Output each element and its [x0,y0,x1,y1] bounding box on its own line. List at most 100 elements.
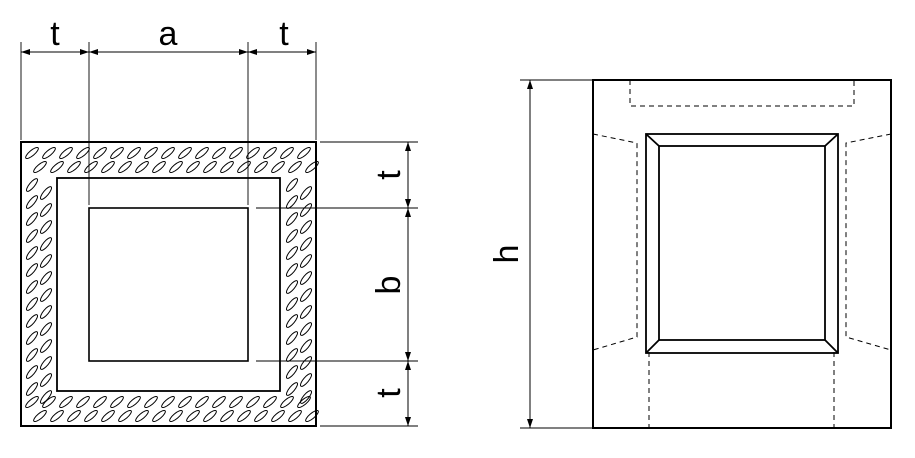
hatch-mark [285,195,299,209]
top-extension-lines [20,42,317,205]
cross-section-view: t a t t b t [20,15,418,427]
hatch-mark [144,146,158,160]
hatch-mark [246,395,260,409]
hatch-mark [263,395,277,409]
hatch-mark [285,314,299,328]
hatch-mark [285,280,299,294]
hatch-mark [84,409,98,423]
hatch-mark [285,246,299,260]
elevation-outer-frame [592,79,892,429]
hatch-mark [220,160,234,174]
insulation-inner-boundary [56,177,281,392]
hatch-mark [169,409,183,423]
hatch-mark [118,160,132,174]
hatch-mark [50,160,64,174]
elevation-view: h [488,79,892,429]
hatch-mark [144,395,158,409]
hatch-mark [39,373,53,387]
hatch-mark [285,331,299,345]
hatch-mark [246,146,260,160]
hatch-mark [285,297,299,311]
hatch-mark [110,146,124,160]
hatch-mark [101,160,115,174]
hatch-mark [229,395,243,409]
hatch-mark [237,160,251,174]
hatch-mark [39,390,53,404]
hatch-mark [299,220,313,234]
dim-label-t-right-top: t [370,170,408,180]
hatch-mark [39,220,53,234]
hatch-mark [93,146,107,160]
hatch-mark [299,186,313,200]
hatch-mark [39,356,53,370]
hatch-mark [299,305,313,319]
hatch-mark [299,339,313,353]
hatch-mark [285,263,299,277]
hatch-mark [25,365,39,379]
hatch-mark [169,160,183,174]
hatch-mark [271,160,285,174]
hatch-mark [39,305,53,319]
hatch-mark [285,382,299,396]
hatch-mark [288,160,302,174]
hatch-mark [299,271,313,285]
hatch-mark [299,322,313,336]
hatch-mark [67,409,81,423]
hatch-mark [305,409,319,423]
right-extension-lines [256,141,418,427]
hatch-mark [25,146,39,160]
hatch-mark [161,395,175,409]
dim-label-t-right-bottom: t [370,388,408,398]
hatch-mark [59,146,73,160]
hatch-mark [25,246,39,260]
right-dimension-line [405,142,411,426]
hatch-mark [280,395,294,409]
hatch-mark [285,365,299,379]
hatch-mark [299,237,313,251]
hatch-mark [25,348,39,362]
hatch-mark [299,356,313,370]
hatch-mark [110,395,124,409]
hatch-mark [212,146,226,160]
hatch-mark [39,339,53,353]
insulation-hatching [25,146,319,423]
hatch-mark [263,146,277,160]
hatch-mark [305,160,319,174]
hatch-mark [25,280,39,294]
hatch-mark [203,160,217,174]
hatch-mark [203,409,217,423]
hatch-mark [285,212,299,226]
hatch-mark [50,409,64,423]
hatch-mark [229,146,243,160]
hatch-mark [39,186,53,200]
hatch-mark [280,146,294,160]
opening-rectangle [88,207,249,362]
hatch-mark [212,395,226,409]
hatch-mark [299,390,313,404]
hatch-mark [25,178,39,192]
hatch-mark [161,146,175,160]
hatch-mark [93,395,107,409]
hatch-mark [39,322,53,336]
hatch-mark [25,263,39,277]
hatch-mark [254,160,268,174]
hatch-mark [42,146,56,160]
dim-label-t-right: t [279,15,289,53]
hatch-mark [39,288,53,302]
hatch-mark [299,203,313,217]
hatch-mark [254,409,268,423]
hatch-mark [76,146,90,160]
hatch-mark [39,254,53,268]
hatch-mark [299,288,313,302]
hatch-mark [152,160,166,174]
hatch-mark [299,254,313,268]
hatch-mark [25,314,39,328]
hatch-mark [186,160,200,174]
hatch-mark [25,395,39,409]
hatch-mark [84,160,98,174]
hatch-mark [39,271,53,285]
hatch-mark [25,229,39,243]
dim-label-t-left: t [50,15,60,53]
hatch-mark [152,409,166,423]
